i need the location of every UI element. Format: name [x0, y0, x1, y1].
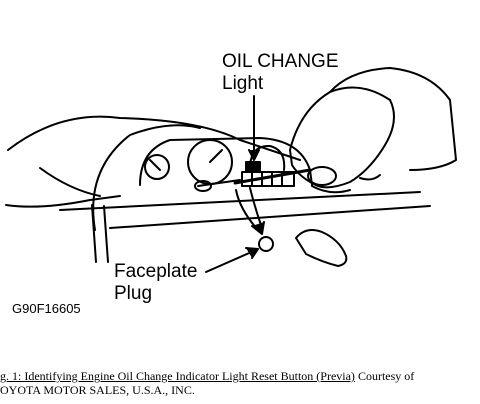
faceplate-callout-line1: Faceplate	[114, 261, 198, 282]
indicator-strip	[241, 171, 295, 187]
oil-change-pointer-head	[248, 149, 260, 161]
faceplate-callout-line2: Plug	[114, 283, 153, 304]
oil-change-callout-line2: Light	[222, 73, 264, 94]
pillar-line	[91, 204, 97, 263]
faceplate-plug-callout: Faceplate Plug	[114, 262, 197, 303]
stalk-knob	[194, 180, 212, 192]
faceplate-pointer-head	[245, 247, 259, 259]
small-gauge	[144, 154, 170, 180]
dash-bottom-edge	[109, 205, 431, 229]
steering-stalk	[197, 179, 241, 187]
cluster-housing	[139, 137, 313, 186]
plug-removal-arrow	[235, 189, 259, 231]
figure-code: G90F16605	[12, 301, 81, 316]
lower-hand	[295, 229, 348, 267]
caption-title: g. 1: Identifying Engine Oil Change Indi…	[0, 369, 355, 383]
caption-credit-1: Courtesy of	[357, 369, 415, 383]
plug-arrow-head	[251, 221, 265, 235]
pillar-line-2	[103, 205, 109, 263]
oil-change-light-callout: OIL CHANGE Light	[222, 52, 339, 93]
hand	[289, 86, 395, 189]
screwdriver-handle	[307, 166, 337, 186]
hand-fingers	[311, 174, 381, 194]
dash-lower-curve	[5, 195, 121, 208]
small-gauge-needle	[149, 159, 161, 171]
dash-outline	[7, 115, 301, 161]
oil-change-callout-line1: OIL CHANGE	[222, 51, 339, 72]
sleeve	[329, 67, 457, 171]
speedometer-needle	[209, 149, 223, 163]
faceplate-pointer	[205, 249, 257, 273]
figure-caption: g. 1: Identifying Engine Oil Change Indi…	[0, 369, 480, 397]
dash-upper-curve	[92, 124, 201, 231]
dash-front-edge	[39, 167, 101, 197]
faceplate-plug	[258, 236, 274, 252]
oil-change-light	[245, 161, 261, 173]
caption-credit-2: OYOTA MOTOR SALES, U.S.A., INC.	[0, 383, 195, 397]
